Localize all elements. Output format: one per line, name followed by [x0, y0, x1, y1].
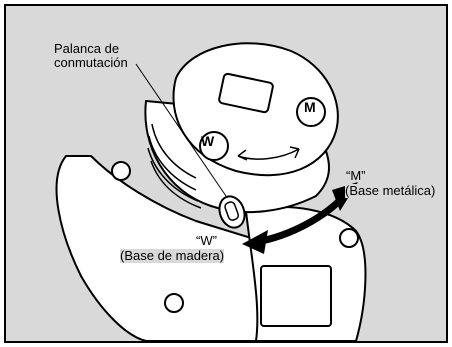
screw-upper-left	[111, 161, 131, 181]
lever-leader-line	[135, 63, 227, 197]
lever-label-line2: conmutación	[54, 55, 128, 70]
wood-mode-desc: (Base de madera)	[120, 248, 225, 263]
screw-right	[339, 228, 359, 248]
lever-label: Palanca de conmutación	[54, 42, 128, 70]
cylinder-ribs	[147, 123, 202, 209]
housing-window	[260, 265, 332, 327]
wood-mode-code: “W”	[196, 233, 217, 248]
display-window	[218, 72, 274, 114]
screw-lower	[164, 293, 184, 313]
knob-w-outline	[199, 131, 229, 161]
metal-mode-desc: (Base metálica)	[345, 184, 446, 198]
mode-arrow-head-w	[242, 230, 268, 254]
metal-mode-code: “M”	[346, 168, 366, 183]
switch-lever-tab	[224, 201, 240, 221]
cap-arrow-heads	[237, 146, 300, 161]
lever-label-line1: Palanca de	[54, 41, 120, 56]
tool-illustration	[55, 42, 367, 341]
cap-arrow-curve	[237, 148, 300, 160]
illustration-frame: Palanca de conmutación W M “M” (Base met…	[4, 4, 448, 343]
knob-m-outline	[296, 97, 326, 127]
dial-mark-m: M	[304, 99, 316, 115]
dial-mark-w: W	[201, 133, 215, 149]
